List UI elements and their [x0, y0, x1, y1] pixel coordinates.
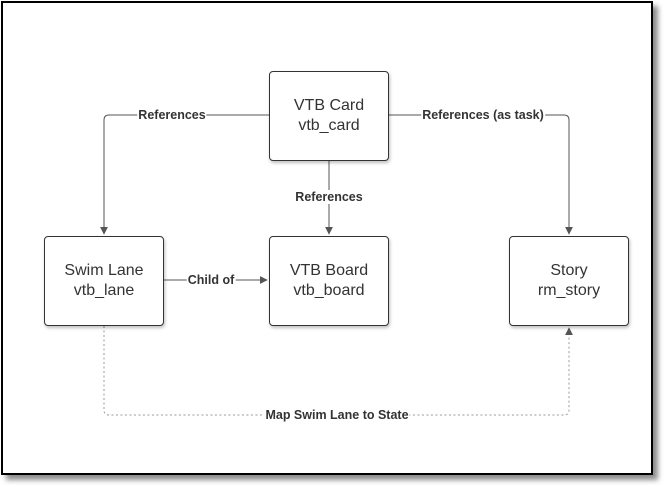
node-title: VTB Board: [289, 262, 369, 279]
node-subtitle: vtb_board: [293, 282, 365, 299]
node-swim-lane[interactable]: Swim Lane vtb_lane: [44, 236, 164, 326]
node-title: VTB Card: [293, 97, 365, 114]
edge-label-lane-to-board: Child of: [186, 273, 236, 287]
node-subtitle: vtb_lane: [73, 282, 135, 299]
edge-label-card-to-story: References (as task): [421, 108, 545, 122]
edge-label-card-to-board: References: [294, 190, 364, 204]
edge-lane-to-story: [103, 326, 573, 416]
edge-label-card-to-lane: References: [137, 108, 207, 122]
edge-label-lane-to-story: Map Swim Lane to State: [264, 408, 410, 422]
node-title: Story: [550, 262, 588, 279]
node-story[interactable]: Story rm_story: [509, 236, 629, 326]
node-title: Swim Lane: [64, 262, 144, 279]
node-subtitle: rm_story: [537, 282, 601, 299]
edge-card-to-lane: [100, 114, 269, 235]
node-subtitle: vtb_card: [298, 117, 360, 134]
node-vtb-board[interactable]: VTB Board vtb_board: [269, 236, 389, 326]
node-vtb-card[interactable]: VTB Card vtb_card: [269, 71, 389, 161]
edge-card-to-story: [389, 114, 573, 235]
